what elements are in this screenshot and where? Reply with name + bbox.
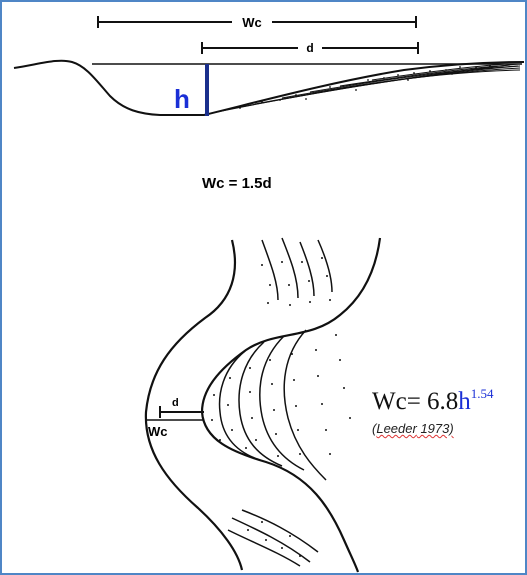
citation: (Leeder 1973) xyxy=(372,421,454,436)
citation-year: 1973) xyxy=(417,421,454,436)
plan-wc-label: Wc xyxy=(148,424,168,439)
plan-view: d Wc xyxy=(146,238,380,572)
point-bar-cross-bedding xyxy=(212,64,520,113)
depth-h-label: h xyxy=(174,84,190,114)
citation-author: Leeder xyxy=(376,421,416,436)
lower-bar-deposits xyxy=(228,510,318,566)
plan-d-marker xyxy=(160,406,204,418)
formula-lhs: Wc= 6.8 xyxy=(372,388,458,415)
cross-section-wc-label: Wc xyxy=(242,15,262,30)
formula-exponent: 1.54 xyxy=(471,386,494,401)
wc-ratio-equation: Wc = 1.5d xyxy=(202,175,272,192)
point-bar-accretion-lines xyxy=(220,330,326,480)
point-bar-stipple xyxy=(211,334,351,457)
upper-bar-deposits xyxy=(262,238,332,300)
cross-section-d-label: d xyxy=(306,41,313,55)
channel-bed-profile xyxy=(14,61,524,115)
formula-variable-h: h xyxy=(458,388,471,415)
plan-d-label: d xyxy=(172,397,179,409)
width-depth-formula: Wc= 6.8h1.54 xyxy=(372,386,494,416)
cross-section: Wc d xyxy=(14,15,524,192)
